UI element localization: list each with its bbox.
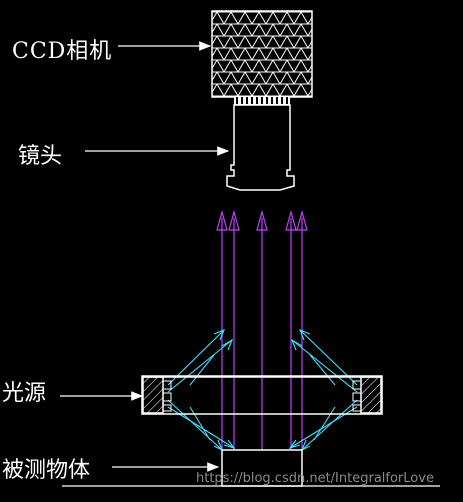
ccd-camera-label: CCD相机 [12,39,113,64]
ccd-camera [211,10,313,105]
watermark: https://blog.csdn.net/IntegralforLove [196,471,434,486]
leader-lines [60,41,230,472]
lens-label: 镜头 [18,144,63,169]
imaging-rays [216,209,308,450]
light-source [141,375,383,415]
object-label: 被测物体 [2,458,91,483]
light-source-label: 光源 [2,381,47,406]
lens [226,104,295,191]
